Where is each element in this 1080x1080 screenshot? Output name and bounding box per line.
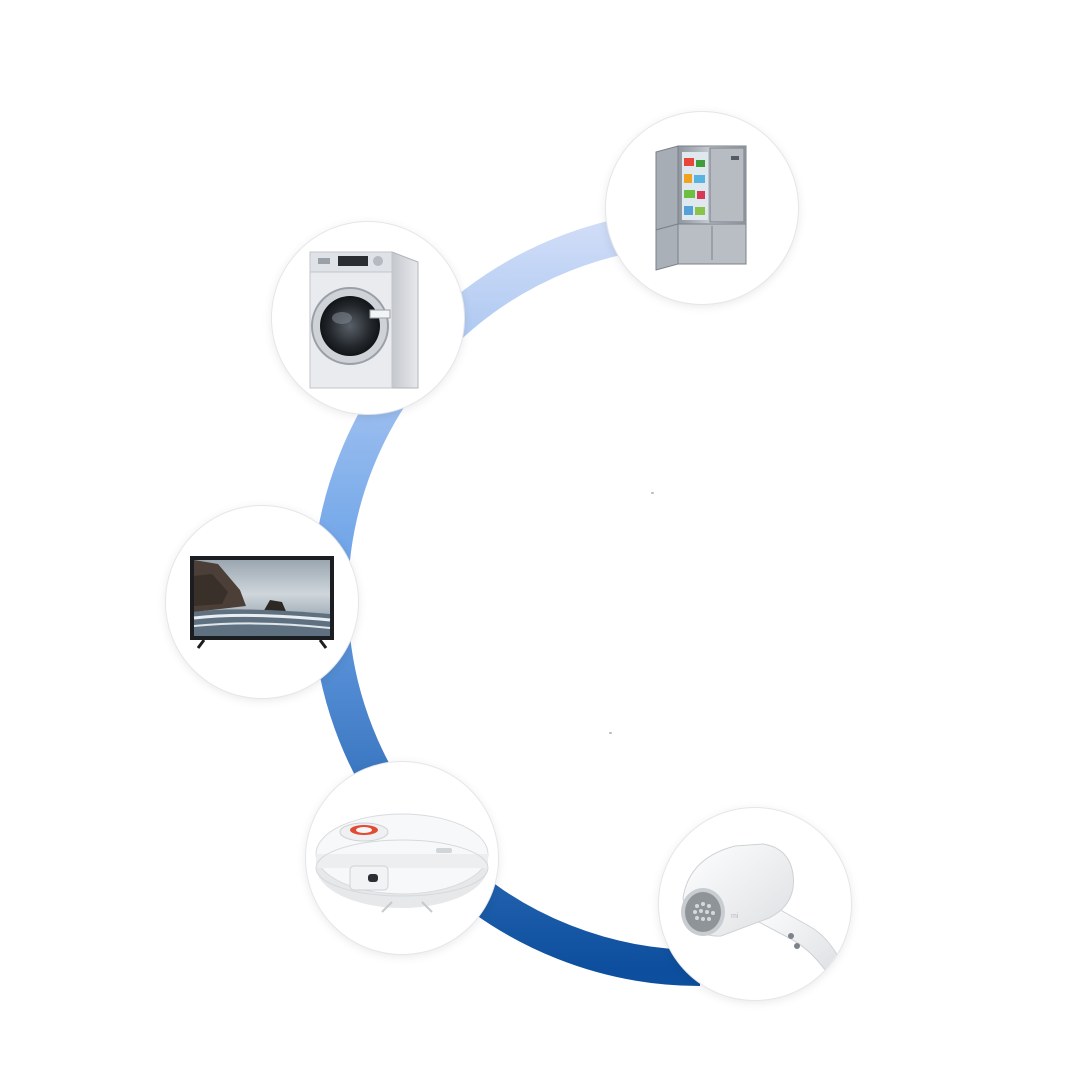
television-node[interactable] <box>166 506 358 698</box>
robot-vacuum-icon <box>315 813 489 913</box>
hair-dryer-node[interactable]: mi <box>659 808 851 1000</box>
hair-dryer-icon: mi <box>681 843 840 979</box>
refrigerator-node[interactable] <box>606 112 798 304</box>
svg-text:mi: mi <box>731 913 739 920</box>
washing-machine-icon <box>309 251 419 389</box>
robot-vacuum-node[interactable] <box>306 762 498 954</box>
faint-dot <box>609 732 612 734</box>
washing-machine-node[interactable] <box>272 222 464 414</box>
faint-dot <box>651 492 654 494</box>
refrigerator-icon <box>655 145 747 271</box>
television-icon <box>190 556 334 649</box>
